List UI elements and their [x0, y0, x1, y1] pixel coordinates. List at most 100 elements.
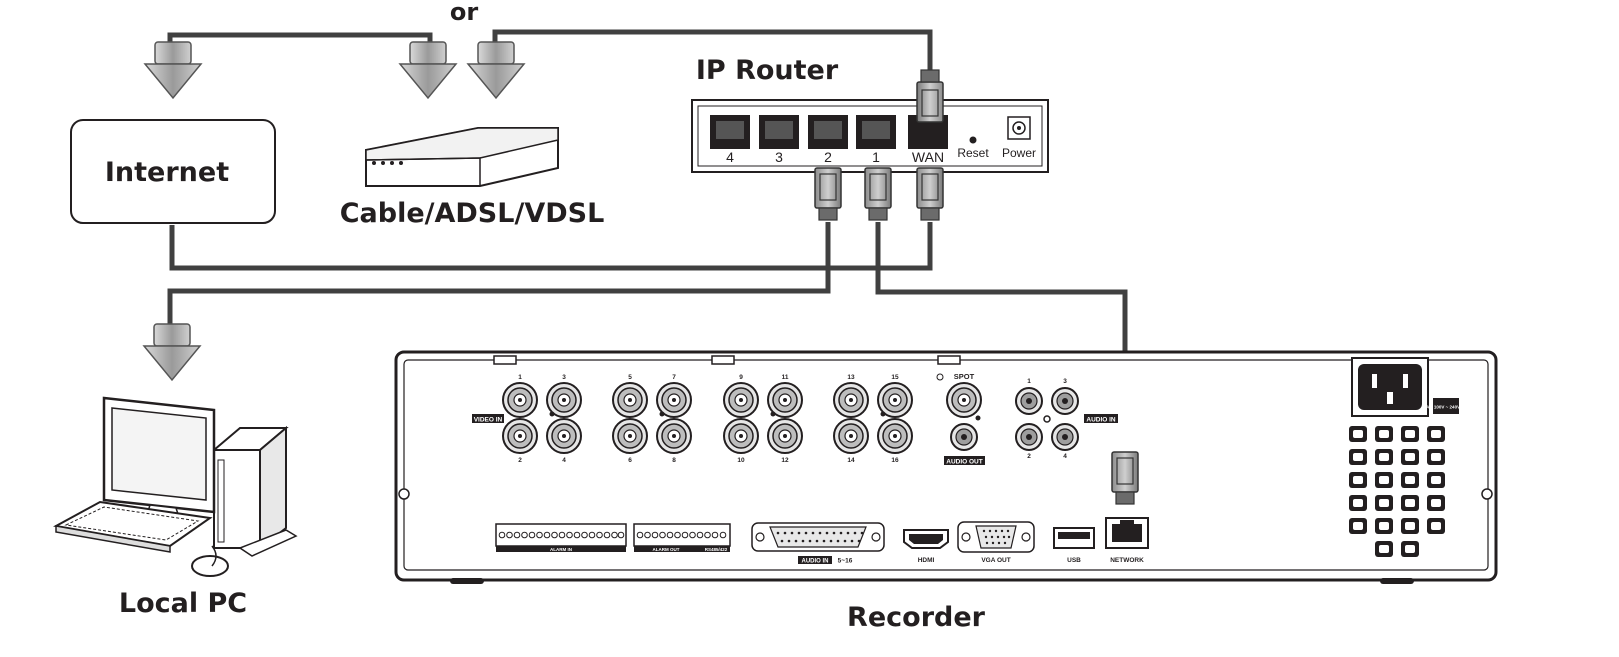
recorder: VIDEO IN 1 3 5 7 9 11 13 15 2	[394, 350, 1498, 584]
pc-label: Local PC	[119, 588, 247, 619]
router-power-jack[interactable]: Power	[1002, 116, 1036, 160]
video-in-bnc-6	[612, 418, 648, 454]
svg-text:6: 6	[628, 457, 632, 464]
ip-router: IP Router 4 3 2 1 WAN Reset	[691, 55, 1049, 173]
alarm-in-label: ALARM IN	[550, 547, 572, 552]
spot-label: SPOT	[954, 372, 975, 381]
port2-to-pc-cable	[167, 222, 831, 332]
power-rating-label: AC 100V ~ 240V IN	[1426, 405, 1466, 410]
svg-text:7: 7	[672, 374, 676, 381]
alarm-out-terminal[interactable]: ALARM OUT RS485/422	[633, 523, 731, 552]
local-pc: Local PC	[53, 396, 298, 619]
svg-text:12: 12	[781, 457, 789, 464]
internet-down-arrow-icon	[144, 41, 202, 99]
video-in-bnc-4	[546, 418, 582, 454]
svg-text:1: 1	[1027, 378, 1031, 385]
svg-text:Power: Power	[1002, 146, 1036, 160]
rs485-label: RS485/422	[705, 547, 728, 552]
recorder-network-plug-icon	[1111, 451, 1139, 505]
network-port[interactable]: NETWORK	[1105, 517, 1149, 564]
vga-out-label: VGA OUT	[981, 557, 1010, 564]
modem-label: Cable/ADSL/VDSL	[340, 198, 605, 229]
video-in-bnc-14	[833, 418, 869, 454]
svg-text:1: 1	[872, 149, 880, 165]
svg-text:4: 4	[726, 149, 734, 165]
svg-text:10: 10	[737, 457, 745, 464]
svg-text:2: 2	[518, 457, 522, 464]
svg-text:8: 8	[672, 457, 676, 464]
wan-plug-bottom-icon	[916, 167, 944, 221]
alarm-in-terminal[interactable]: ALARM IN	[495, 523, 627, 552]
video-in-bnc-12	[767, 418, 803, 454]
router-port-2[interactable]: 2	[808, 115, 848, 165]
cables	[167, 29, 1128, 452]
modem-device: Cable/ADSL/VDSL	[340, 127, 605, 229]
router-port-3[interactable]: 3	[759, 115, 799, 165]
audio-in-rca-2	[1015, 423, 1043, 451]
audio-in-rca-4	[1051, 423, 1079, 451]
svg-text:4: 4	[562, 457, 566, 464]
internet-node: Internet	[70, 119, 276, 224]
audio-out-rca	[950, 423, 978, 451]
video-in-numbers: 1 3 5 7 9 11 13 15 2 4 6 8 10 12 14 16	[518, 374, 899, 464]
video-in-bnc-10	[723, 418, 759, 454]
video-in-bnc-2	[502, 418, 538, 454]
router-reset-button[interactable]: Reset	[957, 136, 989, 161]
wan-uplink-cable	[492, 29, 933, 72]
usb-label: USB	[1067, 557, 1081, 564]
svg-text:4: 4	[1063, 453, 1067, 460]
svg-text:13: 13	[847, 374, 855, 381]
audio-in-rca-1	[1015, 387, 1043, 415]
audio-in-db25-connector[interactable]: AUDIO IN 5~16	[751, 522, 885, 565]
hdmi-port[interactable]: HDMI	[903, 529, 949, 564]
video-in-bnc-13	[833, 382, 869, 418]
port1-plug-icon	[864, 167, 892, 221]
modem-down-arrow-icon-left	[399, 41, 457, 99]
svg-text:2: 2	[824, 149, 832, 165]
svg-text:5: 5	[628, 374, 632, 381]
audio-in-range-label: 5~16	[838, 558, 853, 565]
svg-text:3: 3	[1063, 378, 1067, 385]
video-in-label: VIDEO IN	[474, 417, 503, 424]
router-port-4[interactable]: 4	[710, 115, 750, 165]
audio-in-rca-3	[1051, 387, 1079, 415]
svg-text:9: 9	[739, 374, 743, 381]
svg-text:WAN: WAN	[912, 149, 944, 165]
audio-out-label: AUDIO OUT	[946, 459, 983, 466]
video-in-bnc-16	[877, 418, 913, 454]
network-label: NETWORK	[1110, 557, 1144, 564]
svg-text:2: 2	[1027, 453, 1031, 460]
svg-text:3: 3	[562, 374, 566, 381]
port2-plug-icon	[814, 167, 842, 221]
modem-down-arrow-icon-right	[467, 41, 525, 99]
video-in-bnc-8	[656, 418, 692, 454]
vga-out-port[interactable]: VGA OUT	[957, 521, 1035, 564]
hdmi-label: HDMI	[918, 557, 935, 564]
alarm-out-label: ALARM OUT	[653, 547, 680, 552]
svg-text:16: 16	[891, 457, 899, 464]
svg-text:11: 11	[782, 374, 789, 381]
recorder-label: Recorder	[847, 602, 986, 633]
svg-text:Reset: Reset	[957, 146, 989, 160]
svg-text:1: 1	[518, 374, 522, 381]
internet-to-wan-cable	[169, 222, 933, 271]
internet-label: Internet	[105, 157, 229, 188]
wan-plug-top-icon	[916, 69, 944, 123]
internet-box	[70, 119, 276, 224]
svg-text:14: 14	[847, 457, 855, 464]
video-in-bnc-5	[612, 382, 648, 418]
usb-port[interactable]: USB	[1053, 527, 1095, 564]
video-in-bnc-9	[723, 382, 759, 418]
modem-to-internet-cable	[167, 32, 433, 50]
audio-in-label: AUDIO IN	[1086, 417, 1116, 424]
svg-text:3: 3	[775, 149, 783, 165]
pc-down-arrow-icon	[143, 323, 201, 381]
video-in-bnc-1	[502, 382, 538, 418]
router-label: IP Router	[696, 55, 839, 86]
audio-in-db25-tag: AUDIO IN	[802, 559, 829, 565]
or-label: or	[450, 0, 478, 26]
router-port-1[interactable]: 1	[856, 115, 896, 165]
spot-bnc	[946, 382, 982, 418]
svg-text:15: 15	[891, 374, 899, 381]
